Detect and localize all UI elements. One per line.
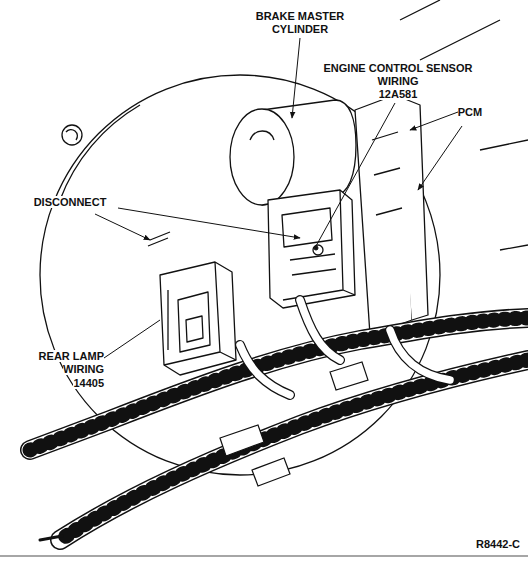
label-text: 12A581 [379,88,418,100]
part-name: PCM [450,106,490,119]
booster-rim [60,105,140,200]
label-text: PCM [458,106,482,118]
label-text: R8442-C [476,538,520,550]
master-cylinder-detail [250,131,274,140]
part-name: BRAKE MASTER CYLINDER [240,10,360,36]
connector-bolt [313,245,323,255]
part-number: 14405 [4,377,104,390]
disconnect-stud [148,232,170,246]
part-number: 12A581 [318,88,478,101]
label-text: DISCONNECT [34,196,107,208]
label-text: BRAKE MASTER CYLINDER [256,10,345,35]
part-name: ENGINE CONTROL SENSOR WIRING [318,62,478,88]
rear-lamp-edge [164,262,236,365]
pcm-detail [372,132,402,215]
rear-lamp-connector [160,262,236,375]
inline-connector [220,362,368,486]
master-cylinder-end [230,109,294,205]
label-text: ENGINE CONTROL SENSOR WIRING [324,62,473,87]
sensor-connector [268,190,355,308]
rear-lamp-detail [168,290,203,350]
fitting-detail [66,130,77,140]
part-name: REAR LAMP WIRING [4,350,104,376]
pcm-edge [395,95,428,320]
label-text: 14405 [73,377,104,389]
connector-face [282,208,332,247]
rear-lamp-face [178,292,210,352]
connector-ribs [290,254,336,275]
callout-label: DISCONNECT [20,196,120,209]
wiring-harness [30,300,528,540]
figure-number: R8442-C [450,538,520,551]
connector-edge [283,190,355,300]
bottom-rule [0,555,528,557]
fitting [62,125,82,145]
label-text: REAR LAMP WIRING [39,350,104,375]
